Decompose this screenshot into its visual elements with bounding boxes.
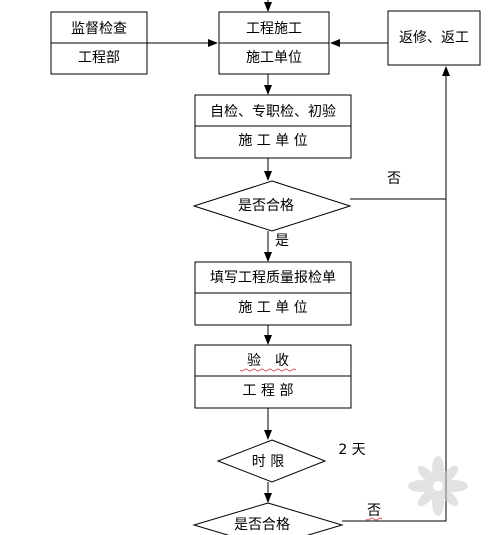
self-check-line1: 自检、专职检、初验	[210, 103, 336, 120]
self-check-line2: 施 工 单 位	[238, 133, 307, 149]
rework-box: 返修、返工	[387, 10, 481, 66]
report-line2: 施 工 单 位	[238, 300, 307, 316]
line-qualified-2-no	[342, 199, 447, 522]
acceptance-line1: 验 收	[247, 353, 289, 369]
qualified-2-diamond: 是否合格	[192, 502, 344, 535]
time-limit-label: 时 限	[252, 454, 284, 470]
spellcheck-underline	[239, 368, 297, 372]
supervision-line2: 工程部	[78, 50, 120, 66]
supervision-box: 监督检查 工程部	[50, 11, 148, 75]
rework-label: 返修、返工	[399, 30, 469, 46]
self-check-box: 自检、专职检、初验 施 工 单 位	[194, 94, 352, 159]
time-limit-diamond: 时 限	[216, 439, 327, 483]
report-box: 填写工程质量报检单 施 工 单 位	[194, 261, 352, 326]
acceptance-line2: 工 程 部	[243, 383, 294, 399]
edge-label-no-1: 否	[387, 171, 401, 187]
edge-label-no-2: 否	[367, 503, 381, 519]
spellcheck-underline-2	[365, 517, 383, 521]
acceptance-box: 验 收 工 程 部	[194, 344, 352, 409]
qualified-1-diamond: 是否合格	[192, 180, 352, 232]
connectors	[147, 0, 450, 522]
edge-label-yes-1: 是	[275, 233, 289, 249]
construction-box: 工程施工 施工单位	[218, 11, 330, 75]
flower-logo-icon	[408, 456, 468, 516]
qualified-2-label: 是否合格	[234, 517, 290, 533]
construction-line1: 工程施工	[246, 21, 302, 37]
edge-label-days: 2 天	[338, 442, 365, 458]
supervision-line1: 监督检查	[71, 21, 127, 37]
report-line1: 填写工程质量报检单	[210, 270, 336, 286]
construction-line2: 施工单位	[246, 50, 302, 66]
qualified-1-label: 是否合格	[238, 198, 294, 214]
